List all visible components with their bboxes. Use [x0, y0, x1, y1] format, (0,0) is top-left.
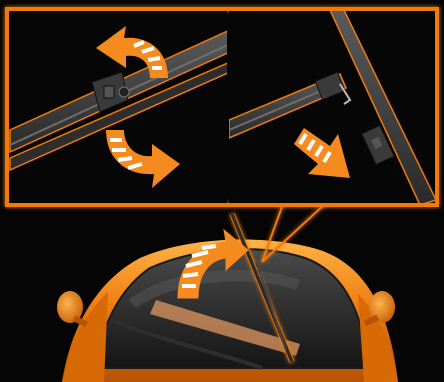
mirror-left [57, 291, 88, 327]
panel-left-joint-detail [9, 11, 230, 203]
panel-right-blade-removal [229, 10, 436, 205]
detail-panels [7, 9, 437, 205]
